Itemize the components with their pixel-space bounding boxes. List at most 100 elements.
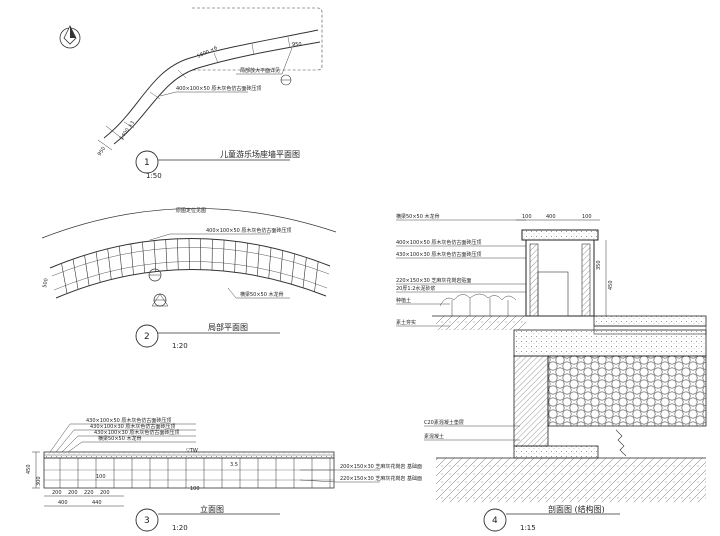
north-arrow-icon [59,25,81,49]
drawing-number-circle [135,324,159,348]
bench-slat [291,253,295,285]
dim-label: 200 [68,490,78,496]
bench-slat [61,263,68,294]
bench-slats [61,238,319,294]
dim-label: 450 [26,464,32,474]
dim-label: 400 [546,214,556,220]
drawing-number-circle [483,508,507,532]
bench-slat [130,243,134,275]
bench-slat [188,238,190,270]
drawing-scale: 1:20 [172,524,188,532]
dim-label: 400 [58,500,68,506]
compacted-soil [436,458,706,502]
bench-slat [234,241,237,273]
drawing-number: 3 [144,516,150,526]
drawing-number-circle [135,150,159,174]
drawing-title: 儿童游乐场座墙平面图 [220,149,300,159]
material-callout: 220×150×30 芝麻灰花岗岩 基础面 [340,475,422,482]
bench-slat [302,257,307,288]
dim-label: 440 [92,500,102,506]
dim-label: 1400 ×3 [119,120,136,141]
bench-slat [142,241,145,273]
material-callout: 素混凝土 [424,433,444,440]
gravel-layer [547,355,707,427]
plan-drawing-2: 原图定位见图 500 400×100×50 原木灰色仿古面砖压顶 横梁50×50… [41,207,337,350]
dim-label: 950 [292,42,302,48]
bench-plan-outer [49,238,331,269]
dim-label: 100 [582,214,592,220]
bench-slat [165,239,168,271]
bench-slat [72,259,79,290]
bench-plan-inner [55,269,327,299]
bench-slat [314,261,319,292]
paving-layer [593,315,707,327]
drawing-scale: 1:50 [146,172,162,180]
dim-label: 500 [42,278,50,288]
dim-label: 350 [596,260,602,270]
material-callout: C20素混凝土垫层 [424,419,464,426]
material-callout: 430×100×50 原木灰色仿古面砖压顶 [86,417,171,424]
material-callout: 横梁50×50 木龙骨 [240,291,284,298]
drawing-title: 剖面图 (结构图) [548,504,605,514]
dim-label: 200 [52,490,62,496]
detail-note: 局部放大平面详见 [240,67,280,74]
detail-callout-box [192,7,323,71]
bench-slat [84,255,90,286]
dim-label: 300 [36,476,42,486]
material-callout: 400×100×50 原木灰色仿古面砖压顶 [206,227,291,234]
dim-label: 5800 ×6 [196,45,218,60]
foundation-wall [513,355,549,447]
inner-label: 3.5 [230,462,238,468]
footing [513,445,599,459]
drawing-scale: 1:15 [520,524,536,532]
material-callout: 430×100×30 原木灰色仿古面砖压顶 [94,429,179,436]
bench-slat [223,240,225,271]
drawing-number: 4 [492,516,498,526]
bench-slat [153,240,157,272]
drawing-number-circle [135,508,159,532]
section-marker-icon [148,268,162,282]
material-callout: 400×100×50 原木灰色仿古面砖压顶 [396,239,481,246]
inner-label: 100 [190,486,200,492]
bench-slat [118,246,123,277]
bench-body [43,457,335,489]
bench-posts [59,458,331,488]
material-callout: 430×100×30 原木灰色仿古面砖压顶 [90,423,175,430]
bench-slat [95,251,101,283]
bench-slat [257,245,260,276]
section-marker-icon [151,293,169,307]
material-callout: 素土夯实 [396,319,416,326]
plan-drawing-1: 950 1400 ×3 5800 ×6 950 400×100×50 原木灰色仿… [59,7,323,180]
section-drawing-4: 100 400 100 横梁50×50 木龙骨 400×100×50 原木灰色仿… [396,213,707,532]
reference-note: 原图定位见图 [176,207,206,214]
material-callout: 400×100×50 原木灰色仿古面砖压顶 [176,85,261,92]
level-mark: ▽TW [186,448,198,454]
dim-label: 200 [100,490,110,496]
bench-slat [279,250,284,282]
material-callout: 20厚1:2水泥砂浆 [396,285,435,292]
bench-slat [245,243,248,274]
material-callout: 种植土 [396,297,411,304]
curved-seat-wall-outer [103,29,319,139]
bench-section-cap [521,229,599,241]
drawing-number: 2 [144,332,150,342]
concrete-base [513,329,707,357]
dim-label: 450 [608,280,614,290]
dim-label: 950 [97,146,107,157]
material-callout: 430×100×30 原木灰色仿古面砖压顶 [396,251,481,258]
drawing-title: 局部平面图 [208,322,248,332]
drawing-title: 立面图 [200,504,224,514]
inner-label: 100 [96,474,106,480]
material-callout: 横梁50×50 木龙骨 [98,435,142,442]
dim-label: 220 [84,490,94,496]
dim-label: 100 [522,214,532,220]
bench-slat [177,238,179,270]
curved-seat-wall-inner [113,41,321,145]
bench-slat [268,247,272,279]
drawing-number: 1 [144,158,150,168]
drawing-scale: 1:20 [172,342,188,350]
section-marker-icon [280,74,292,86]
material-callout: 横梁50×50 木龙骨 [396,213,440,220]
bench-slat [107,248,112,280]
